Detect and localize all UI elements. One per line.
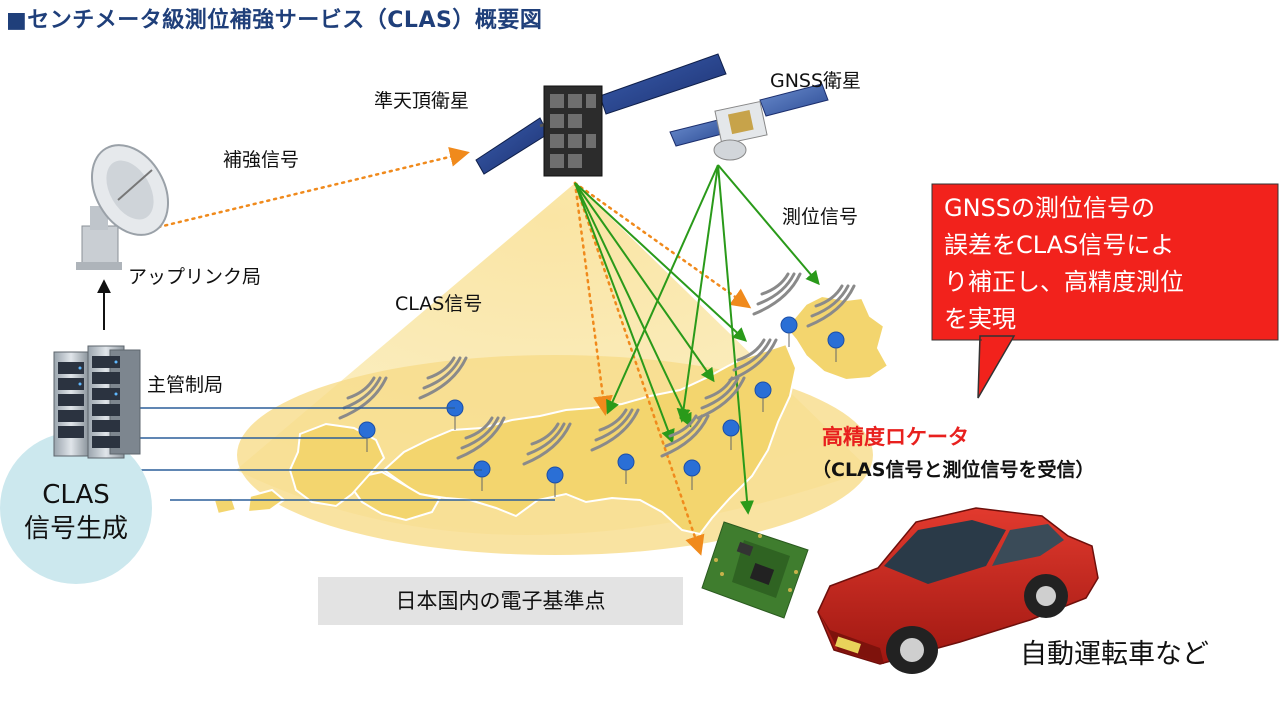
car-icon xyxy=(817,507,1099,674)
locator-title: 高精度ロケータ xyxy=(822,425,969,449)
gnss-positioning-arrows xyxy=(606,164,820,515)
car-label: 自動運転車など xyxy=(1020,639,1209,670)
augment-signal-arrow xyxy=(136,147,470,234)
clas-gen-line1: CLAS xyxy=(42,480,110,510)
callout-line4: を実現 xyxy=(944,305,1016,333)
network-lines xyxy=(140,407,555,501)
gnss-satellite-icon xyxy=(669,83,829,161)
reference-station xyxy=(546,466,564,497)
clas-signal-arrows xyxy=(573,181,752,556)
master-control-label: 主管制局 xyxy=(147,374,224,396)
page-title: ■センチメータ級測位補強サービス（CLAS）概要図 xyxy=(6,8,543,33)
reference-station xyxy=(722,419,740,450)
gnss-label: GNSS衛星 xyxy=(770,70,862,92)
callout-text: GNSSの測位信号の 誤差をCLAS信号によ り補正し、高精度測位 を実現 xyxy=(944,190,1270,338)
locator-board-icon xyxy=(701,521,809,619)
reference-stations xyxy=(358,316,845,497)
reference-station xyxy=(780,316,798,347)
uplink-station-label: アップリンク局 xyxy=(128,266,262,288)
reference-station xyxy=(473,460,491,491)
callout-box xyxy=(931,183,1279,399)
clas-generation-circle xyxy=(0,432,152,584)
qzs-label: 準天頂衛星 xyxy=(374,90,470,112)
reference-station xyxy=(358,421,376,452)
positioning-signal-label: 測位信号 xyxy=(782,206,859,228)
clas-gen-line2: 信号生成 xyxy=(23,514,128,544)
qzs-satellite-icon xyxy=(475,53,727,177)
augment-signal-label: 補強信号 xyxy=(223,149,300,171)
reference-station-box: 日本国内の電子基準点 xyxy=(318,577,683,625)
reference-station xyxy=(617,453,635,484)
callout-line2: 誤差をCLAS信号によ xyxy=(944,231,1175,259)
reference-station xyxy=(754,381,772,412)
uplink-antenna-icon xyxy=(76,144,169,270)
qzs-positioning-arrows xyxy=(574,182,748,444)
locator-subtitle: （CLAS信号と測位信号を受信） xyxy=(812,459,1095,481)
server-rack-icon xyxy=(53,345,141,459)
clas-signal-label: CLAS信号 xyxy=(395,293,483,315)
callout-line3: り補正し、高精度測位 xyxy=(944,268,1184,296)
clas-generation-text: CLAS 信号生成 xyxy=(6,478,146,546)
reference-station xyxy=(827,331,845,362)
callout-line1: GNSSの測位信号の xyxy=(944,194,1156,222)
signal-waves xyxy=(338,272,856,466)
reference-station xyxy=(683,459,701,490)
